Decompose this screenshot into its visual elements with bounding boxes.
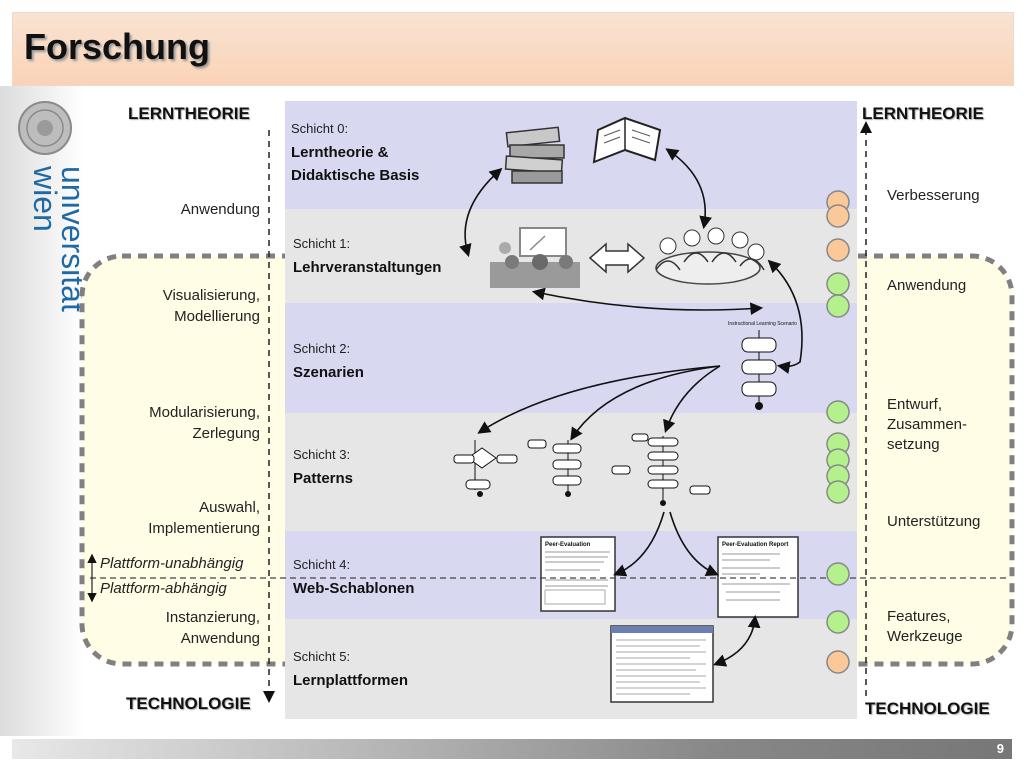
- right-label-unterstuetzung: Unterstützung: [887, 513, 981, 530]
- left-label-visual1: Visualisierung,: [162, 287, 260, 304]
- logo-line1: universität: [55, 166, 82, 312]
- logo-line2: wien: [27, 165, 63, 232]
- status-circles: [826, 190, 850, 674]
- arrow-pattern-template1: [613, 511, 665, 577]
- left-label-inst2: Anwendung: [180, 630, 260, 647]
- circle-orange-4: [826, 650, 850, 674]
- arrow-classroom-scenario: [531, 287, 764, 316]
- web-template-1: Peer-Evaluation: [540, 536, 616, 612]
- title-bar: [12, 12, 1014, 86]
- scenario-flowchart-icon: Instructional Learning Scenario: [728, 321, 797, 410]
- circle-green-1: [826, 272, 850, 296]
- arrow-book-meeting: [665, 148, 712, 230]
- heading-left-top: LERNTHEORIE: [128, 104, 250, 123]
- right-label-entwurf2: Zusammen-: [887, 416, 968, 433]
- platform-screenshot-icon: [610, 625, 714, 703]
- circle-green-3: [826, 400, 850, 424]
- arrow-template-platform: [713, 614, 761, 667]
- page-title: Forschung: [24, 26, 210, 67]
- svg-text:Peer-Evaluation: Peer-Evaluation: [545, 542, 591, 548]
- svg-text:Peer-Evaluation Report: Peer-Evaluation Report: [722, 542, 788, 548]
- right-label-verbesserung: Verbesserung: [887, 187, 980, 204]
- circle-orange-3: [826, 238, 850, 262]
- logo-strip: [0, 86, 84, 736]
- left-label-modular2: Zerlegung: [192, 425, 260, 442]
- page-number: 9: [996, 741, 1004, 756]
- arrow-scenario-pattern1: [477, 365, 721, 434]
- svg-text:Instructional Learning Scenari: Instructional Learning Scenario: [728, 321, 797, 327]
- footer-bar: [12, 739, 1012, 759]
- classroom-icon: [490, 227, 580, 288]
- circle-green-9: [826, 610, 850, 634]
- pattern-flowchart-2: [527, 439, 631, 497]
- left-label-anwendung: Anwendung: [180, 201, 260, 218]
- university-logo: universität wien: [18, 101, 82, 312]
- layer-0: Schicht 0: Lerntheorie & Didaktische Bas…: [285, 101, 857, 209]
- left-label-plattform-unabh: Plattform-unabhängig: [100, 555, 244, 572]
- left-label-auswahl2: Implementierung: [148, 520, 260, 537]
- arrow-scenario-pattern2: [570, 365, 721, 441]
- circle-orange-2: [826, 204, 850, 228]
- arrow-scenario-pattern3: [663, 365, 721, 434]
- right-label-anwendung: Anwendung: [887, 277, 967, 294]
- right-label-entwurf1: Entwurf,: [887, 396, 943, 413]
- layer-5: Schicht 5: Lernplattformen: [285, 619, 857, 719]
- double-arrow-icon: [588, 242, 646, 274]
- arrow-meeting-scenario: [767, 259, 803, 374]
- heading-left-bottom: TECHNOLOGIE: [126, 694, 251, 713]
- right-label-features1: Features,: [887, 608, 951, 625]
- left-label-visual2: Modellierung: [174, 308, 260, 325]
- left-label-auswahl1: Auswahl,: [199, 499, 260, 516]
- meeting-group-icon: [655, 227, 765, 285]
- arrow-pattern-template2: [669, 511, 719, 577]
- arrow-books-classroom: [459, 167, 503, 258]
- open-book-icon: [592, 116, 662, 164]
- circle-green-2: [826, 294, 850, 318]
- circle-green-8: [826, 562, 850, 586]
- pattern-flowchart-1: [453, 440, 518, 497]
- left-label-inst1: Instanzierung,: [165, 609, 260, 626]
- left-label-modular1: Modularisierung,: [149, 404, 260, 421]
- right-label-features2: Werkzeuge: [887, 628, 963, 645]
- books-icon: [504, 126, 565, 184]
- heading-right-top: LERNTHEORIE: [862, 104, 984, 123]
- right-label-entwurf3: setzung: [887, 436, 940, 453]
- circle-green-7: [826, 480, 850, 504]
- left-label-plattform-abh: Plattform-abhängig: [100, 580, 227, 597]
- pattern-flowchart-3: [631, 433, 711, 506]
- web-template-2: Peer-Evaluation Report: [717, 536, 799, 618]
- heading-right-bottom: TECHNOLOGIE: [865, 699, 990, 718]
